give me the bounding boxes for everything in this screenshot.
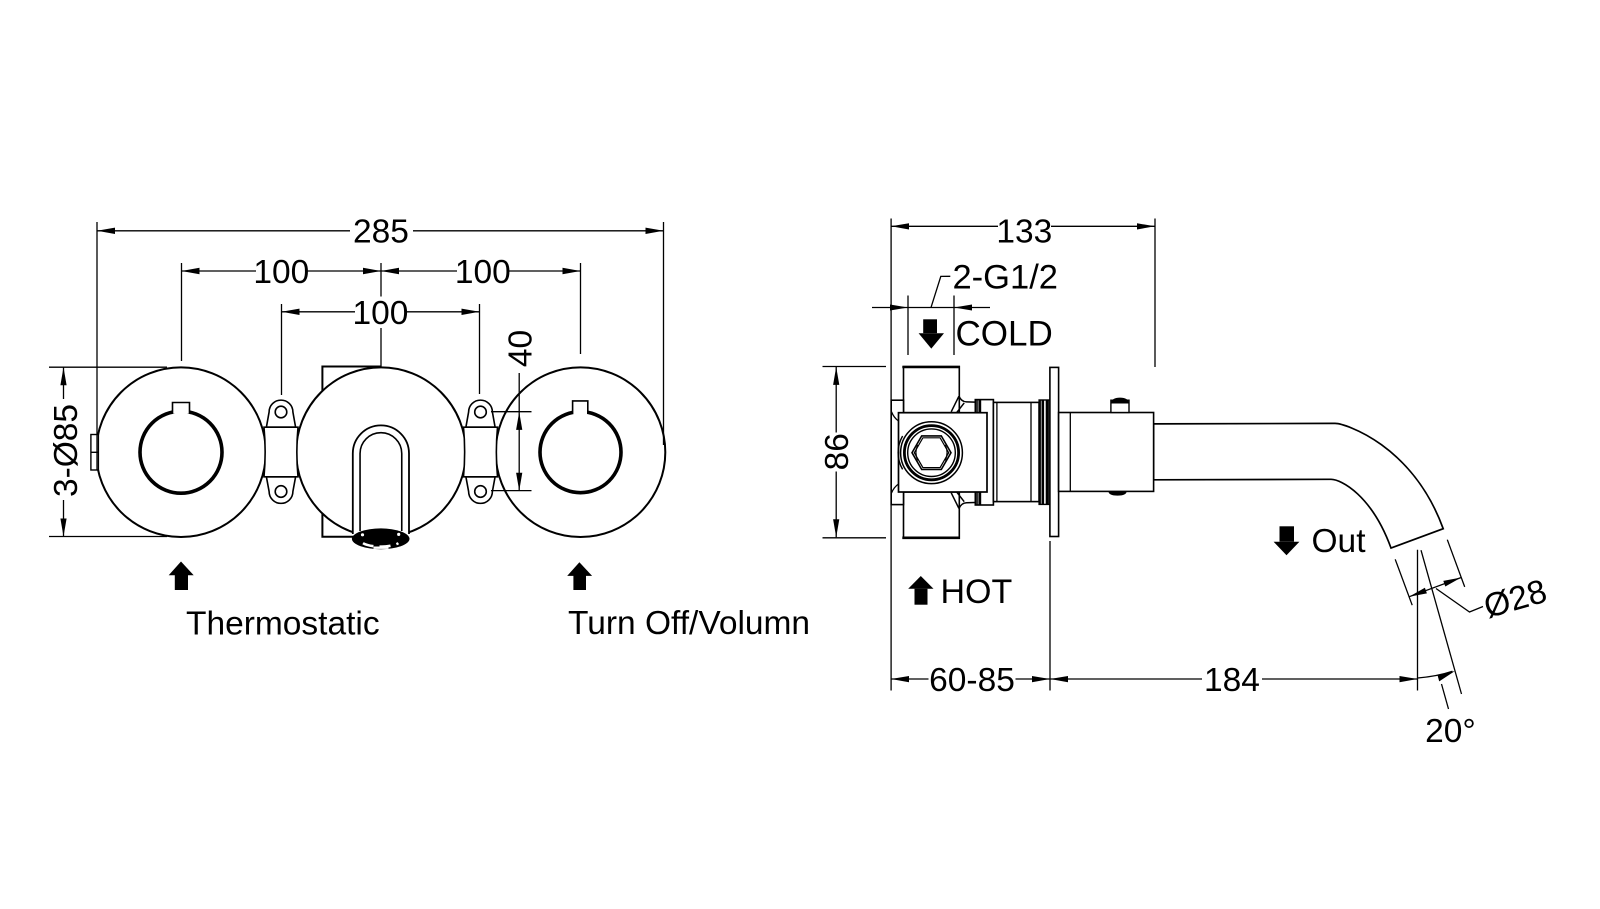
svg-text:20°: 20° [1425, 713, 1476, 750]
svg-text:60-85: 60-85 [929, 662, 1015, 699]
svg-text:285: 285 [353, 214, 409, 251]
svg-text:HOT: HOT [941, 573, 1013, 611]
svg-text:100: 100 [353, 295, 409, 332]
svg-text:133: 133 [996, 213, 1052, 250]
svg-text:100: 100 [455, 254, 511, 291]
svg-text:40: 40 [503, 330, 540, 367]
svg-text:Thermostatic: Thermostatic [186, 605, 380, 642]
svg-text:3-Ø85: 3-Ø85 [48, 404, 85, 497]
svg-text:COLD: COLD [956, 315, 1053, 354]
svg-text:Turn Off/Volumn: Turn Off/Volumn [568, 605, 810, 642]
svg-text:2-G1/2: 2-G1/2 [953, 258, 1058, 296]
svg-text:Out: Out [1312, 523, 1367, 560]
svg-text:184: 184 [1204, 662, 1260, 699]
svg-text:86: 86 [819, 433, 856, 470]
svg-text:100: 100 [253, 254, 309, 291]
